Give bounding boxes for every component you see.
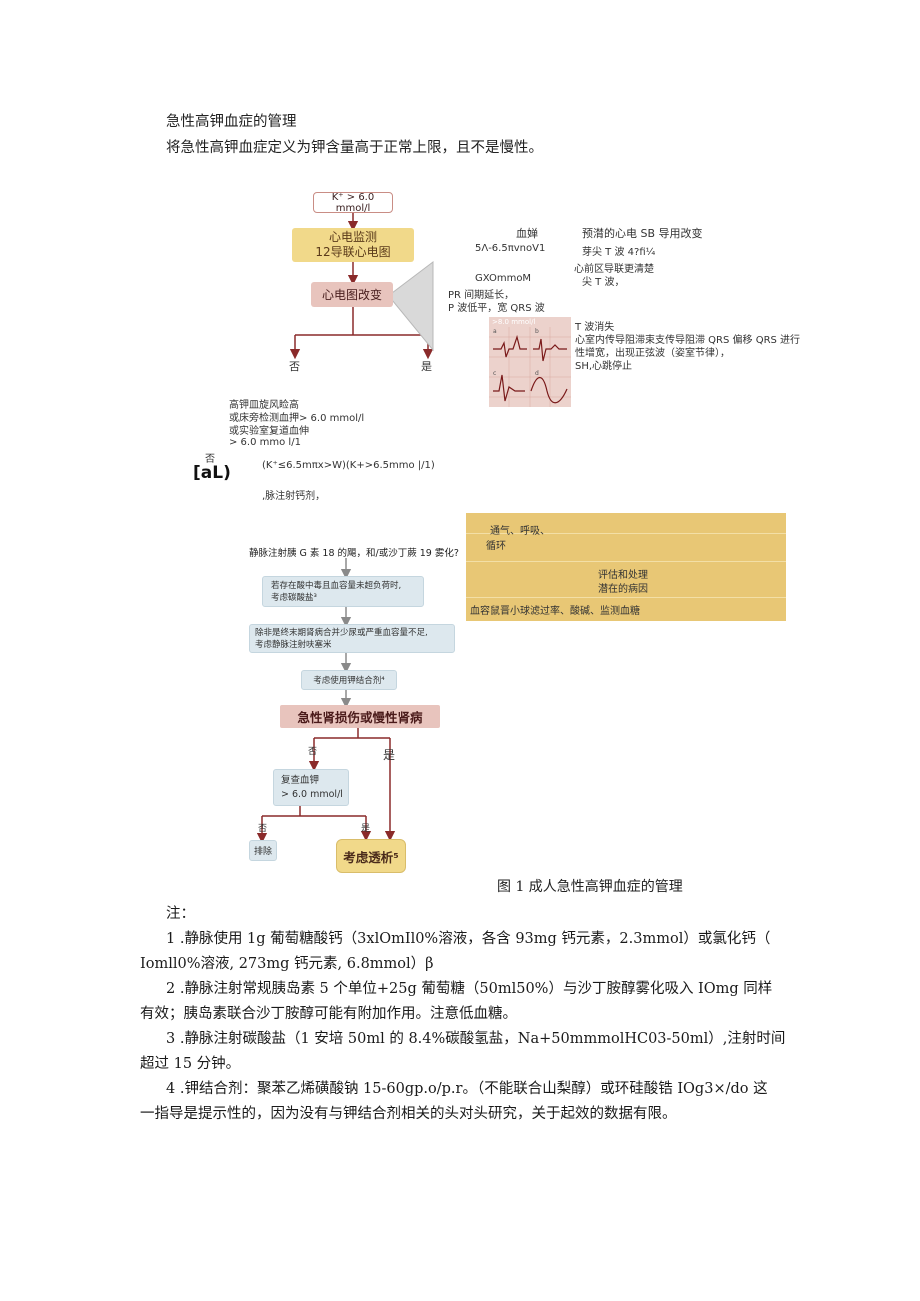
figure-caption: 图 1 成人急性高钾血症的管理 (497, 876, 683, 896)
panel-line3: 评估和处理 (598, 566, 648, 581)
recheck-potassium-box: 复查血钾 > 6.0 mmol/l (273, 769, 349, 806)
monitoring-box: 心电监测 12导联心电图 (292, 228, 414, 262)
ecg-12-lead-label: 12导联心电图 (315, 245, 390, 260)
note-1-line2: Iomll0%溶液, 273mg 钙元素, 6.8mmol）β (140, 952, 434, 973)
k-range-text: (K⁺≤6.5mπx>W)(K+>6.5mmo |/1) (262, 460, 435, 471)
note-4-line1: 4 .钾结合剂：聚苯乙烯磺酸钠 15-60gp.o/p.r。（不能联合山梨醇）或… (166, 1077, 768, 1098)
recheck-yes-label: 是 (361, 821, 370, 834)
note-4-line2: 一指导是提示性的，因为没有与钾结合剂相关的头对头研究，关于起效的数据有限。 (140, 1102, 677, 1123)
insulin-step: 静脉注射胰 G 素 18 的飓，和/或沙丁蕨 19 雾化? (249, 545, 459, 559)
ecg-col-serum: 血婵 (516, 225, 538, 241)
bicarbonate-line2: 考虑碳酸盐³ (271, 592, 317, 604)
svg-text:a: a (493, 328, 497, 335)
bicarbonate-box: 若存在酸中毒且血容量未超负荷时, 考虑碳酸盐³ (262, 576, 424, 607)
aki-ckd-box: 急性肾损伤或慢性肾病 (280, 705, 440, 728)
furosemide-line2: 考虑静脉注射呋塞米 (255, 639, 332, 651)
exclude-box: 排除 (249, 840, 277, 861)
ecg-row4-serum: GXOmmoM (475, 273, 531, 284)
note-3-line1: 3 .静脉注射碳酸盐（1 安培 50ml 的 8.4%碳酸氢盐，Na+50mmm… (166, 1027, 785, 1048)
branch-yes-label: 是 (421, 358, 432, 374)
risk-line4: > 6.0 mmo l/1 (229, 437, 301, 448)
assessment-panel: 通气、呼吸、 循环 评估和处理 潜在的病因 血容鼠晋小球滤过率、酸碱、监测血糖 (466, 513, 786, 621)
furosemide-line1: 除非是终末期肾病合并少尿或严重血容量不足, (255, 627, 428, 639)
panel-divider (466, 561, 786, 562)
panel-line2: 循环 (486, 537, 506, 552)
bicarbonate-line1: 若存在酸中毒且血容量未超负荷时, (271, 580, 401, 592)
calcium-text: ,脉注射钙剂， (262, 487, 325, 502)
svg-text:b: b (535, 328, 539, 335)
notes-label: 注： (166, 902, 195, 923)
ecg-strip-image: >8.0 mmol/l a b c d (489, 317, 571, 407)
ecg-change-box: 心电图改变 (311, 282, 393, 307)
risk-line3: 或实验室复道血伸 (229, 422, 309, 437)
panel-line1: 通气、呼吸、 (490, 522, 550, 537)
ecg-waveforms: a b c d (489, 317, 571, 407)
furosemide-box: 除非是终末期肾病合并少尿或严重血容量不足, 考虑静脉注射呋塞米 (249, 624, 455, 653)
dialysis-box: 考虑透析⁵ (336, 839, 406, 873)
ecg-change-label: 心电图改变 (322, 286, 382, 303)
note-3-line2: 超过 15 分钟。 (140, 1052, 240, 1073)
ecg-row1-change: 芽尖 T 波 4?fi¼ (582, 243, 655, 258)
binder-box: 考虑使用钾结合剂⁴ (301, 670, 397, 690)
dialysis-label: 考虑透析⁵ (343, 847, 398, 866)
note-1-line1: 1 .静脉使用 1g 葡萄糖酸钙（3xlOmIl0%溶液，各含 93mg 钙元素… (166, 927, 770, 948)
ecg-row10: SH,心跳停止 (575, 357, 632, 372)
panel-line5: 血容鼠晋小球滤过率、酸碱、监测血糖 (470, 602, 640, 617)
al-mark: [aL) (193, 463, 231, 483)
exclude-label: 排除 (254, 844, 272, 857)
ecg-row6: P 波低平，宽 QRS 波 (448, 299, 545, 314)
potassium-threshold-label: K⁺ > 6.0 mmol/l (314, 192, 392, 214)
aki-no-label: 否 (308, 744, 317, 757)
panel-line4: 潜在的病因 (598, 580, 648, 595)
ecg-col-change: 预潸的心电 SB 导用改变 (582, 225, 703, 241)
binder-label: 考虑使用钾结合剂⁴ (313, 674, 384, 686)
svg-text:c: c (493, 370, 496, 377)
note-2-line1: 2 .静脉注射常规胰岛素 5 个单位+25g 葡萄糖（50ml50%）与沙丁胺醇… (166, 977, 772, 998)
potassium-threshold-box: K⁺ > 6.0 mmol/l (313, 192, 393, 213)
note-2-line2: 有效；胰岛素联合沙丁胺醇可能有附加作用。注意低血糖。 (140, 1002, 517, 1023)
recheck-line1: 复查血钾 (281, 774, 319, 788)
ecg-row3-change: 尖 T 波， (582, 273, 624, 288)
ecg-row1-serum: 5Λ-6.5πvnoV1 (475, 243, 545, 254)
recheck-line2: > 6.0 mmol/l (281, 788, 343, 802)
panel-divider (466, 597, 786, 598)
monitoring-label: 心电监测 (329, 230, 377, 245)
aki-yes-label: 是 (383, 746, 395, 763)
branch-no-label: 否 (289, 358, 300, 374)
svg-text:d: d (535, 370, 539, 377)
aki-ckd-label: 急性肾损伤或慢性肾病 (297, 707, 422, 726)
recheck-no-label: 否 (258, 821, 267, 834)
